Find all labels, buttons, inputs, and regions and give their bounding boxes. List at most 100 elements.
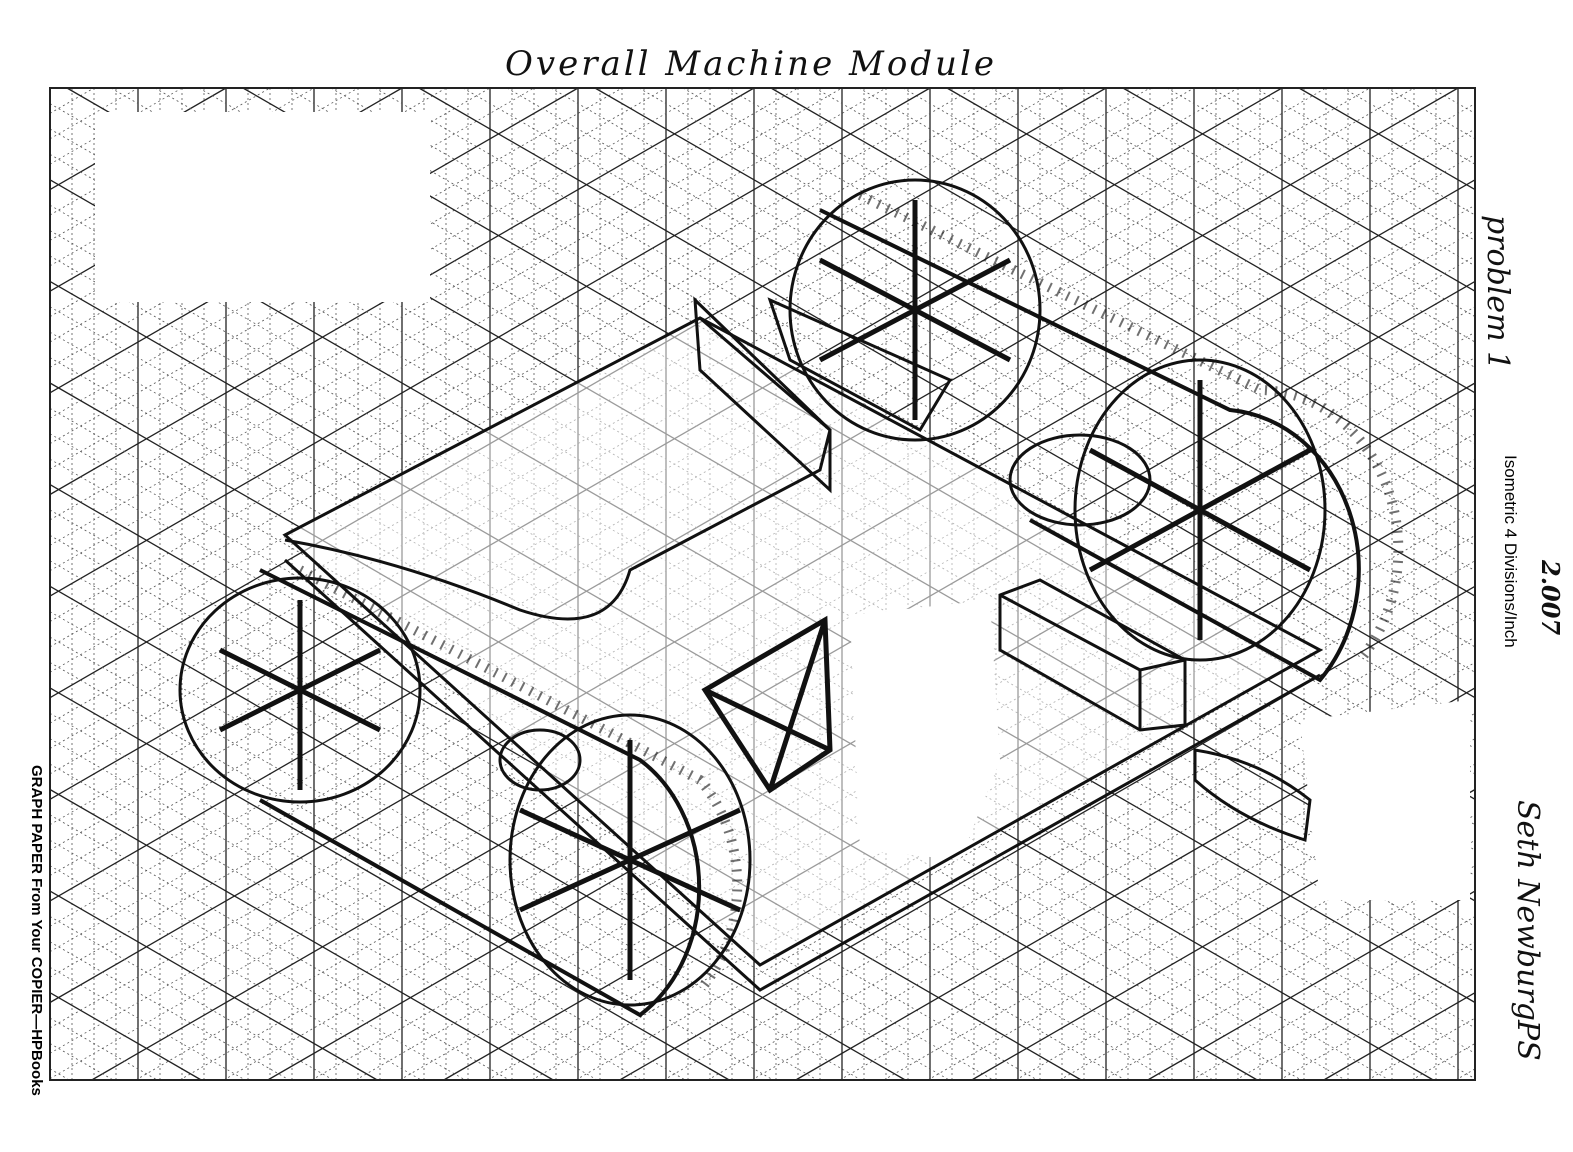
grid-line [49, 788, 554, 1081]
grid-line [49, 154, 1476, 978]
grid-line [49, 357, 1302, 1081]
grid-line [49, 865, 422, 1081]
far-front-wheel [1073, 358, 1327, 662]
grid-line [663, 611, 1476, 1081]
grid-line [49, 87, 535, 368]
grid-line [1210, 87, 1476, 241]
grid-line [49, 1017, 158, 1081]
grid-line [49, 916, 334, 1081]
battery-box [998, 578, 1187, 732]
grid-line [1455, 1068, 1476, 1081]
grid-line [1103, 865, 1476, 1081]
grid-line [49, 814, 510, 1081]
far-track-inner [857, 190, 1404, 664]
grid-line [1122, 87, 1476, 292]
grid-line [49, 103, 1476, 927]
grid-line [49, 204, 1476, 1029]
grid-line [49, 128, 1476, 953]
wheel-spokes [218, 200, 1312, 980]
problem-note: problem 1 [1480, 215, 1515, 371]
grid-line [506, 87, 1476, 648]
grid-line [726, 87, 1476, 521]
grid-line [49, 763, 598, 1081]
grid-line [990, 87, 1476, 368]
grid-line [49, 560, 950, 1081]
grid-line [814, 87, 1476, 470]
grid-line [49, 87, 315, 241]
scoop [284, 316, 832, 621]
grid-line [49, 255, 1476, 1080]
grid-line [49, 992, 202, 1081]
grid-line [49, 230, 1476, 1054]
grid-line [49, 687, 730, 1081]
grid-line [1078, 87, 1476, 317]
grid-border [49, 87, 1476, 1081]
erased-area [1300, 700, 1470, 900]
grid-line [619, 585, 1476, 1081]
grid-line [1166, 87, 1476, 267]
grid-line [638, 87, 1476, 572]
grid-line [49, 87, 931, 597]
grid-line [49, 712, 686, 1081]
grid-line [1386, 87, 1476, 140]
course-number: 2.007 [1536, 560, 1565, 636]
near-rear-wheel [178, 576, 422, 804]
grid-line [49, 941, 290, 1081]
grid-line [49, 87, 95, 114]
grid-line [49, 839, 466, 1081]
grid-line [49, 87, 271, 216]
grid-line [49, 87, 887, 572]
chassis-plate [282, 316, 1324, 967]
grid-line [1323, 992, 1476, 1081]
author-initials: PS [1510, 1020, 1545, 1061]
grid-line [179, 331, 1476, 1081]
grid-line [1147, 890, 1476, 1081]
grid-line [49, 87, 799, 521]
grid-line [49, 154, 1476, 978]
grid-line [531, 535, 1476, 1081]
grid-line [49, 103, 1476, 927]
publisher-label: GRAPH PAPER From Your COPIER—HPBooks [28, 765, 45, 1096]
grid-line [858, 87, 1476, 444]
grid-line [1279, 966, 1476, 1081]
grid-line [49, 966, 246, 1081]
grid-line [374, 87, 1476, 724]
grid-line [49, 1068, 70, 1081]
grid-line [49, 662, 774, 1081]
grid-line [575, 560, 1476, 1081]
grid-line [49, 87, 139, 140]
grid-line [418, 87, 1476, 699]
grid-line [1298, 87, 1476, 191]
grid-line [902, 87, 1476, 419]
paper-type-label: Isometric 4 Divisions/Inch [1501, 455, 1520, 648]
front-plate [693, 296, 832, 494]
erased-area [95, 112, 430, 302]
grid-line [49, 890, 378, 1081]
grid-line [154, 87, 1476, 851]
author-name: Seth Newburg [1510, 800, 1545, 1021]
grid-line [49, 204, 1476, 1029]
grid-line [1191, 916, 1476, 1081]
arm [1193, 748, 1312, 842]
grid-line [49, 331, 1346, 1081]
triangle-frame [701, 615, 833, 794]
near-track [259, 568, 702, 1018]
machine-drawing [178, 178, 1404, 1018]
grid-line [49, 87, 1371, 851]
grid-line [1367, 1017, 1476, 1081]
grid-line [1235, 941, 1476, 1081]
grid-line [946, 87, 1476, 394]
grid-line [1342, 87, 1476, 165]
grid-line [49, 738, 642, 1081]
grid-line [49, 128, 1476, 953]
grid-line [49, 611, 862, 1081]
near-front-wheel [508, 713, 752, 1007]
grid-line [1254, 87, 1476, 216]
far-track [819, 208, 1361, 683]
drawing-title: Overall Machine Module [505, 44, 997, 84]
grid-line [770, 87, 1476, 496]
grid-line [883, 738, 1476, 1081]
grid-line [49, 535, 994, 1081]
grid-line [49, 1043, 114, 1081]
